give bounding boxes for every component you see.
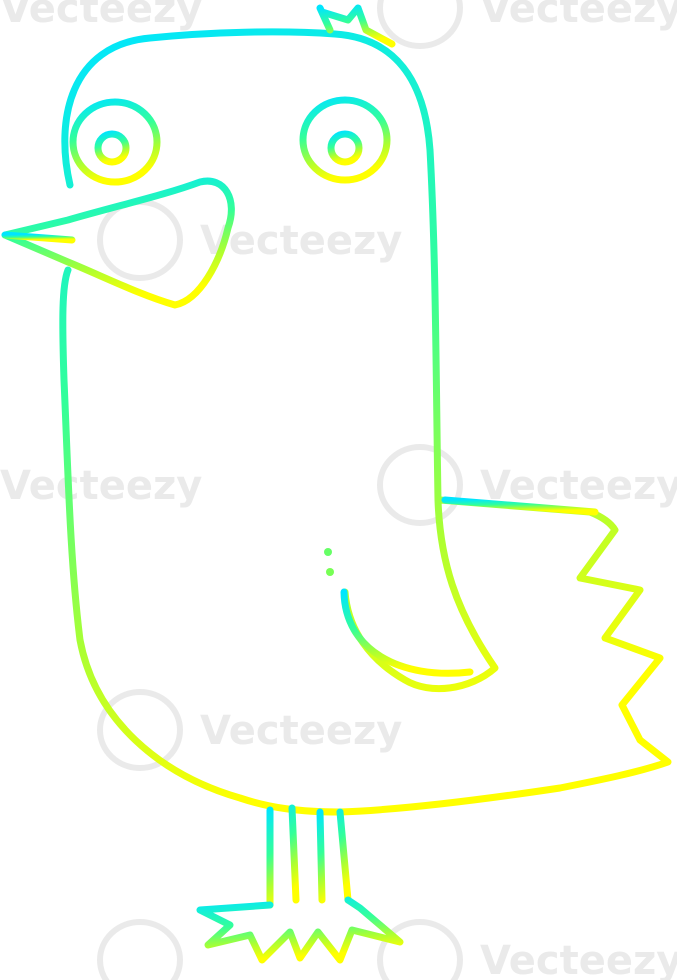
bird-pupil-left [94,130,130,166]
bird-wing-line [340,588,474,677]
bird-body-outline [59,28,672,816]
bird-feet [196,896,404,964]
watermark-text: Vecteezy [0,463,202,509]
watermark-text: Vecteezy [480,0,677,32]
watermark-text: Vecteezy [0,0,202,32]
bird-eye-right [299,96,391,184]
bird-pupil-right [327,130,363,166]
bird-dot [326,568,334,576]
watermark-text: Vecteezy [480,938,677,980]
bird-dot [324,548,332,556]
watermark-text: Vecteezy [200,708,402,754]
bird-beak [1,177,235,309]
watermark-text: Vecteezy [200,218,402,264]
bird-beak-line [1,231,76,244]
bird-tail [441,496,599,516]
bird-eye-left [69,98,161,186]
bird-leg-left [266,804,300,909]
bird-crest [316,4,396,48]
bird-leg-right [316,808,352,904]
watermark-text: Vecteezy [480,463,677,509]
